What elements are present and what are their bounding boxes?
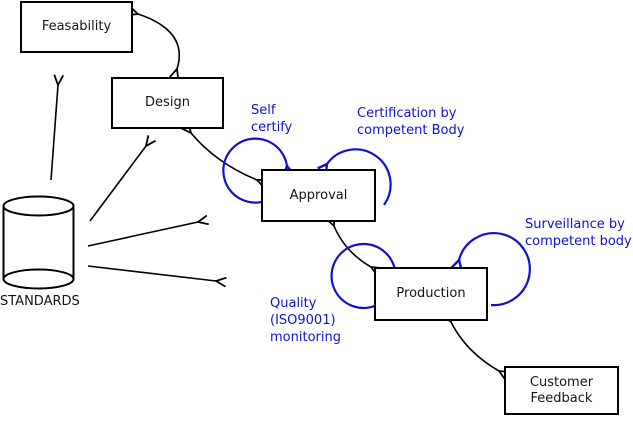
node-production: Production: [374, 267, 488, 321]
arrow-feasability-design: [138, 14, 181, 69]
loop-surveillance: [459, 232, 531, 307]
standards-label: STANDARDS: [0, 294, 80, 309]
arrow-approval-production: [334, 226, 371, 267]
loop-certification: [327, 148, 392, 206]
arrow-design-approval: [191, 133, 257, 180]
arrow-standards-design: [89, 146, 146, 222]
arrow-standards-production: [87, 265, 216, 281]
arrow-standards-feasability: [50, 85, 58, 181]
arrow-production-customer-feedback: [451, 322, 499, 371]
node-design: Design: [111, 77, 224, 129]
note-self-certify: Self certify: [251, 103, 293, 135]
note-surveillance: Surveillance by competent body: [525, 217, 632, 249]
loop-quality-monitoring: [330, 242, 395, 309]
node-customer-feedback: Customer Feedback: [504, 366, 619, 415]
note-certification: Certification by competent Body: [357, 106, 465, 138]
node-feasability: Feasability: [20, 1, 133, 53]
standards-cylinder-shape: [2, 195, 75, 290]
loop-self-certify: [222, 137, 287, 204]
node-approval: Approval: [261, 169, 376, 222]
note-quality-monitoring: Quality (ISO9001) monitoring: [270, 296, 341, 345]
arrow-standards-approval: [87, 222, 198, 247]
